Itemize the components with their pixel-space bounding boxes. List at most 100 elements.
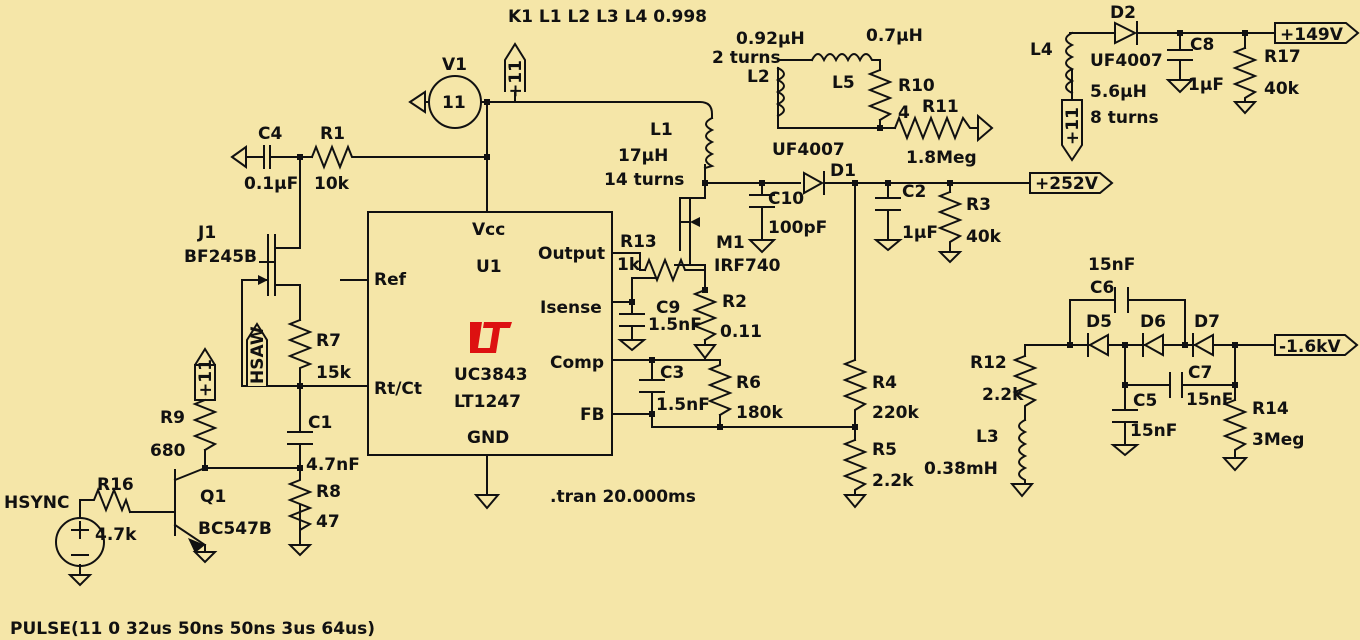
net-flag-p11-right: +11	[1061, 99, 1083, 162]
resistor-r13[interactable]: R13 1k	[617, 232, 706, 283]
c9-value: 1.5nF	[648, 315, 702, 335]
r16-value: 4.7k	[95, 525, 137, 545]
net-flag-p11-left: +11	[194, 347, 216, 401]
c4-value: 0.1µF	[244, 174, 298, 194]
cap-c9[interactable]: C9 1.5nF	[617, 298, 702, 352]
cap-c4[interactable]: C4 0.1µF	[230, 124, 298, 194]
cap-c8[interactable]: C8 1µF	[1165, 35, 1224, 95]
d2-ref: D2	[1110, 3, 1136, 23]
r8-ref: R8	[316, 482, 341, 502]
source-v1[interactable]: 11 V1	[408, 55, 488, 129]
d5-ref: D5	[1086, 312, 1112, 332]
pulse-directive: PULSE(11 0 32us 50ns 50ns 3us 64us)	[10, 619, 375, 639]
resistor-r12[interactable]: R12 2.2k	[970, 353, 1038, 421]
ground-icon	[1221, 457, 1249, 472]
net-p11-left-label: +11	[196, 359, 216, 397]
r3-ref: R3	[966, 195, 991, 215]
diode-d5[interactable]: D5	[1086, 312, 1112, 357]
r17-value: 40k	[1264, 79, 1300, 99]
c7-ref: C7	[1188, 363, 1212, 383]
diode-d2[interactable]: D2 UF4007	[1090, 3, 1163, 71]
ground-icon	[192, 551, 218, 564]
diode-d7[interactable]: D7	[1192, 312, 1220, 357]
cap-c1[interactable]: C1 4.7nF	[287, 413, 360, 475]
mosfet-m1[interactable]: M1 IRF740	[679, 197, 781, 276]
j1-ref: J1	[197, 223, 216, 243]
cap-c6[interactable]: 15nF C6	[1088, 255, 1135, 313]
ground-icon	[1165, 79, 1195, 94]
resistor-r14[interactable]: R14 3Meg	[1221, 398, 1304, 472]
r2-value: 0.11	[720, 322, 762, 342]
r6-value: 180k	[736, 403, 783, 423]
ground-icon	[873, 239, 903, 252]
v1-ref: V1	[442, 55, 467, 75]
resistor-r11[interactable]: R11 1.8Meg	[893, 97, 994, 168]
resistor-r5[interactable]: R5 2.2k	[842, 438, 914, 509]
pin-comp-label: Comp	[550, 353, 604, 373]
resistor-r17[interactable]: R17 40k	[1232, 46, 1301, 115]
ground-icon	[937, 251, 963, 264]
resistor-r16[interactable]: R16 4.7k	[89, 475, 137, 545]
cap-c7[interactable]: C7 15nF	[1169, 363, 1233, 410]
cap-c5[interactable]: C5 15nF	[1110, 391, 1177, 457]
l5-value: 0.7µH	[866, 26, 923, 46]
ground-icon	[842, 494, 868, 509]
l1-value: 17µH	[618, 146, 668, 166]
resistor-r6[interactable]: R6 180k	[707, 359, 783, 423]
ground-icon	[1110, 444, 1140, 457]
r2-ref: R2	[722, 292, 747, 312]
cap-c2[interactable]: C2 1µF	[873, 182, 938, 252]
c1-ref: C1	[308, 413, 332, 433]
resistor-r9[interactable]: R9 680	[150, 398, 218, 461]
c5-value: 15nF	[1130, 421, 1177, 441]
r1-value: 10k	[314, 174, 350, 194]
cap-c3[interactable]: C3 1.5nF	[639, 363, 710, 415]
pin-rtct-label: Rt/Ct	[374, 379, 422, 399]
r12-value: 2.2k	[982, 385, 1024, 405]
c10-value: 100pF	[768, 218, 827, 238]
l3-ref: L3	[976, 427, 999, 447]
c3-ref: C3	[660, 363, 684, 383]
c2-ref: C2	[902, 182, 926, 202]
ic-part-1: UC3843	[454, 365, 528, 385]
c6-value: 15nF	[1088, 255, 1135, 275]
r13-value: 1k	[617, 255, 641, 275]
net-flag-neg-1-6kv: -1.6kV	[1274, 334, 1359, 357]
net-252v-label: +252V	[1035, 174, 1099, 194]
d1-ref: D1	[830, 161, 856, 181]
r13-ref: R13	[620, 232, 657, 252]
net-p11-top-label: +11	[506, 60, 526, 98]
r5-value: 2.2k	[872, 471, 914, 491]
diode-d6[interactable]: D6	[1140, 312, 1166, 357]
resistor-r4[interactable]: R4 220k	[842, 358, 919, 423]
cap-c10[interactable]: C10 100pF	[747, 189, 827, 254]
jfet-j1[interactable]: J1 BF245B	[184, 223, 269, 296]
ic-ref: U1	[476, 257, 502, 277]
c8-ref: C8	[1190, 35, 1214, 55]
ic-part-2: LT1247	[454, 392, 521, 412]
inductor-l4[interactable]: L4 5.6µH 8 turns	[1030, 31, 1159, 128]
c6-ref: C6	[1090, 278, 1114, 298]
l4-turns: 8 turns	[1090, 108, 1159, 128]
d6-ref: D6	[1140, 312, 1166, 332]
resistor-r10[interactable]: R10 4	[867, 68, 935, 123]
source-hsync[interactable]: HSYNC	[4, 493, 105, 587]
d7-ref: D7	[1194, 312, 1220, 332]
d1-value: UF4007	[772, 140, 845, 160]
resistor-r3[interactable]: R3 40k	[937, 190, 1002, 264]
resistor-r2[interactable]: R2 0.11	[692, 288, 762, 360]
inductor-l5[interactable]: 0.7µH L5	[810, 26, 923, 93]
resistor-r7[interactable]: R7 15k	[287, 318, 352, 383]
resistor-r8[interactable]: R8 47	[287, 467, 341, 557]
ic-u1[interactable]: Vcc Ref Rt/Ct GND Output Isense Comp FB …	[367, 211, 613, 456]
l1-turns: 14 turns	[604, 170, 684, 190]
inductor-l3[interactable]: L3 0.38mH	[924, 418, 1035, 498]
diode-d1[interactable]: D1 UF4007	[772, 140, 856, 195]
r11-value: 1.8Meg	[906, 148, 977, 168]
transistor-q1[interactable]: Q1 BC547B	[188, 487, 272, 564]
inductor-l2[interactable]: 0.92µH 2 turns L2	[712, 29, 805, 118]
r14-value: 3Meg	[1252, 430, 1304, 450]
m1-ref: M1	[716, 233, 745, 253]
resistor-r1[interactable]: R1 10k	[310, 124, 357, 194]
inductor-l1[interactable]: L1 17µH 14 turns	[604, 116, 715, 190]
